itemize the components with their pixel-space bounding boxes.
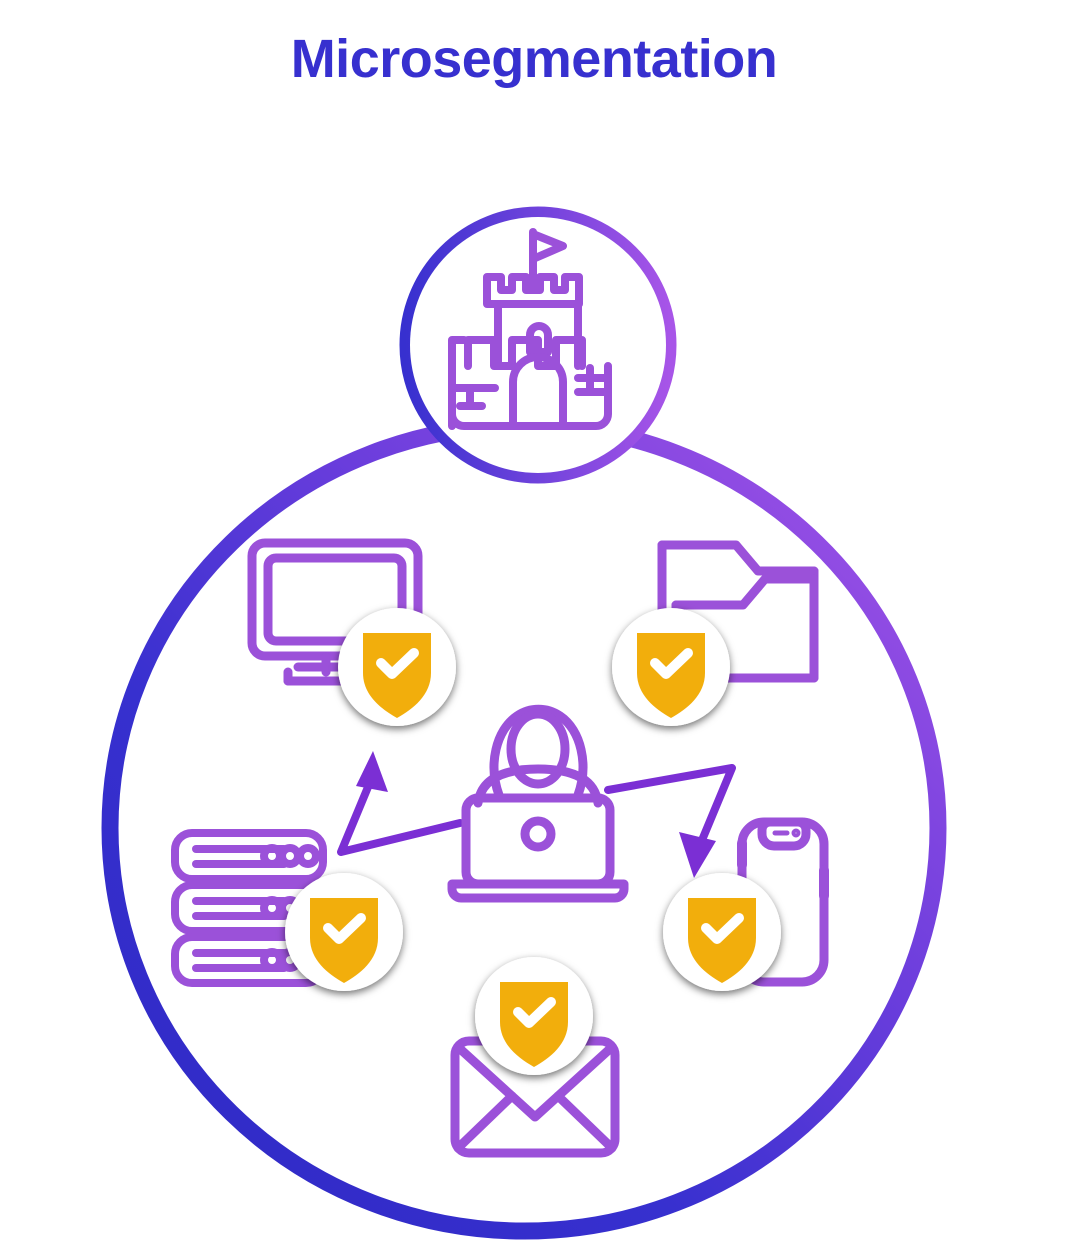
shield-check-icon [310,898,378,983]
page-title: Microsegmentation [290,29,778,89]
user-laptop-icon [447,704,629,903]
shield-check-icon [363,633,431,718]
segment-email[interactable] [450,957,620,1158]
shield-check-icon [688,898,756,983]
shield-check-icon [637,633,705,718]
attack-arrow-right [604,764,736,878]
castle-icon [448,228,612,430]
attack-arrow-left [337,751,464,856]
segment-phone[interactable] [663,817,829,991]
castle-node[interactable] [399,206,677,484]
segment-monitor[interactable] [247,538,456,726]
segment-server[interactable] [171,829,403,991]
shield-check-icon [500,982,568,1067]
segment-folder[interactable] [612,540,819,726]
